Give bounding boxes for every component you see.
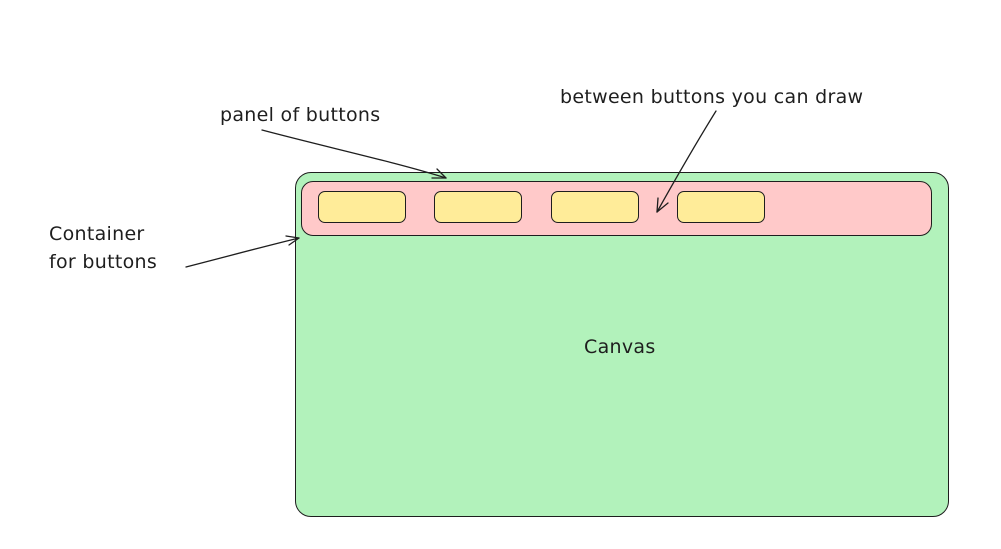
- panel-button-2[interactable]: [434, 191, 522, 223]
- arrowhead-between: [656, 197, 669, 213]
- label-container-line1: Container: [49, 223, 145, 245]
- panel-button-1[interactable]: [318, 191, 406, 223]
- arrow-between: [656, 110, 717, 213]
- arrowhead-container: [285, 235, 300, 246]
- arrow-panel: [261, 129, 447, 179]
- arrowhead-panel: [431, 168, 447, 179]
- label-panel-of-buttons: panel of buttons: [220, 104, 381, 126]
- label-container-line2: for buttons: [49, 251, 158, 273]
- panel-button-4[interactable]: [677, 191, 765, 223]
- label-canvas: Canvas: [584, 336, 656, 358]
- label-between-buttons: between buttons you can draw: [560, 86, 864, 108]
- arrow-container: [185, 237, 300, 268]
- panel-button-3[interactable]: [551, 191, 639, 223]
